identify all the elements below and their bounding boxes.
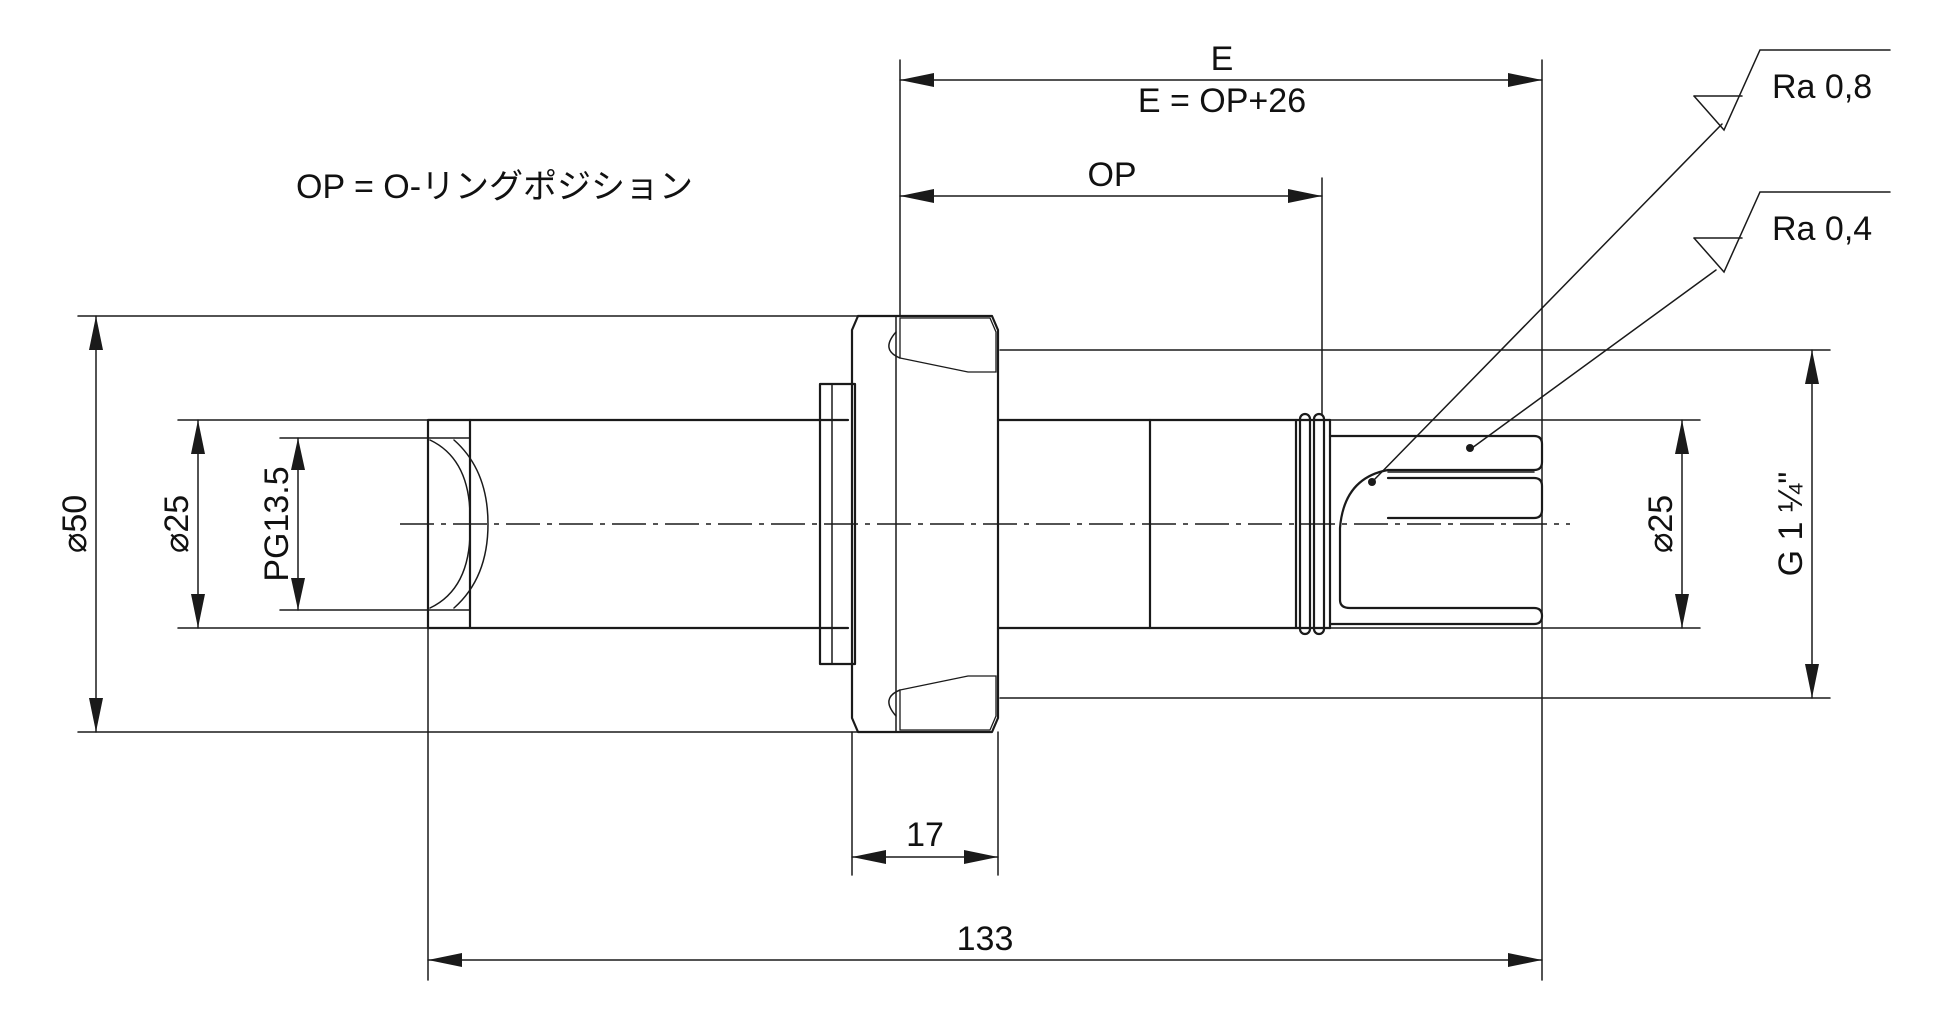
dimension-dia-25-left [191, 419, 205, 629]
sensor-body [426, 314, 1544, 734]
ra-upper-label: Ra 0,8 [1772, 68, 1872, 106]
dia-50-label: ⌀50 [56, 495, 94, 553]
dia-25-right-label: ⌀25 [1642, 495, 1680, 553]
dimension-dia-50 [89, 315, 103, 733]
dimension-op [899, 189, 1323, 203]
dimension-133 [427, 953, 1543, 967]
dimension-dia-25-right [1675, 419, 1689, 629]
extension-lines [77, 59, 1831, 981]
dimension-thread-g [1805, 349, 1819, 699]
o-ring-note: OP = O-リングポジション [296, 168, 693, 206]
surface-finish-upper [1371, 49, 1891, 483]
thread-pg-label: PG13.5 [258, 466, 296, 581]
dimension-17 [851, 850, 999, 864]
dimension-op-label: OP [1087, 156, 1136, 194]
thread-g-label: G 1 ¼" [1772, 472, 1810, 577]
surface-finish-lower [1471, 191, 1891, 449]
length-133-label: 133 [957, 920, 1014, 958]
ra-lower-label: Ra 0,4 [1772, 210, 1872, 248]
dimension-e-label: E [1211, 40, 1234, 78]
dimension-pg [291, 437, 305, 611]
dimension-e [899, 73, 1543, 87]
dimension-e-formula: E = OP+26 [1138, 82, 1306, 120]
dia-25-left-label: ⌀25 [158, 495, 196, 553]
width-17-label: 17 [906, 816, 944, 854]
